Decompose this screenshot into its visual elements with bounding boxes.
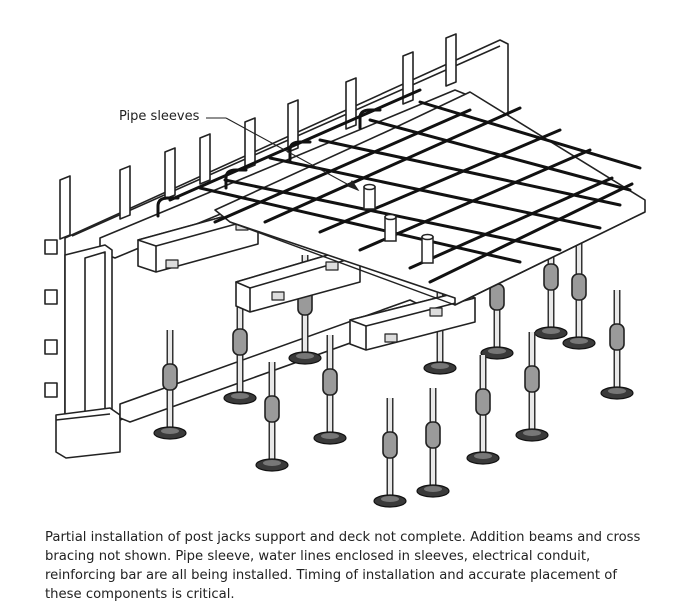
caption-line: these components is critical. bbox=[45, 587, 235, 602]
caption-line: bracing not shown. Pipe sleeve, water li… bbox=[45, 549, 591, 564]
caption-line: reinforcing bar are all being installed.… bbox=[45, 568, 617, 583]
callout-leader bbox=[206, 117, 360, 192]
figure-caption: Partial installation of post jacks suppo… bbox=[45, 528, 675, 604]
formwork-illustration bbox=[44, 33, 646, 520]
pipe-sleeves bbox=[363, 183, 434, 264]
pipe-sleeves-label: Pipe sleeves bbox=[119, 109, 200, 124]
deck bbox=[214, 91, 646, 306]
beams bbox=[137, 211, 476, 351]
caption-line: Partial installation of post jacks suppo… bbox=[45, 530, 641, 545]
